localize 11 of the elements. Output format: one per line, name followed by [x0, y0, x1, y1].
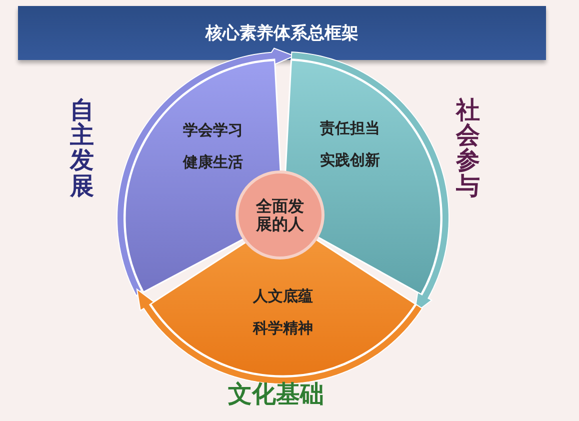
category-label: 自主发展 — [70, 98, 94, 199]
sector-label: 人文底蕴 — [252, 288, 313, 304]
sector-label: 健康生活 — [183, 154, 243, 170]
title: 核心素养体系总框架 — [206, 22, 358, 44]
center-label: 全面发展的人 — [254, 197, 305, 233]
sector-label: 科学精神 — [252, 320, 313, 336]
sector-label: 责任担当 — [320, 120, 380, 136]
sector-label: 学会学习 — [183, 122, 243, 138]
category-label: 社会参与 — [456, 98, 480, 199]
sector-label: 实践创新 — [320, 152, 380, 168]
category-label: 文化基础 — [228, 382, 324, 408]
